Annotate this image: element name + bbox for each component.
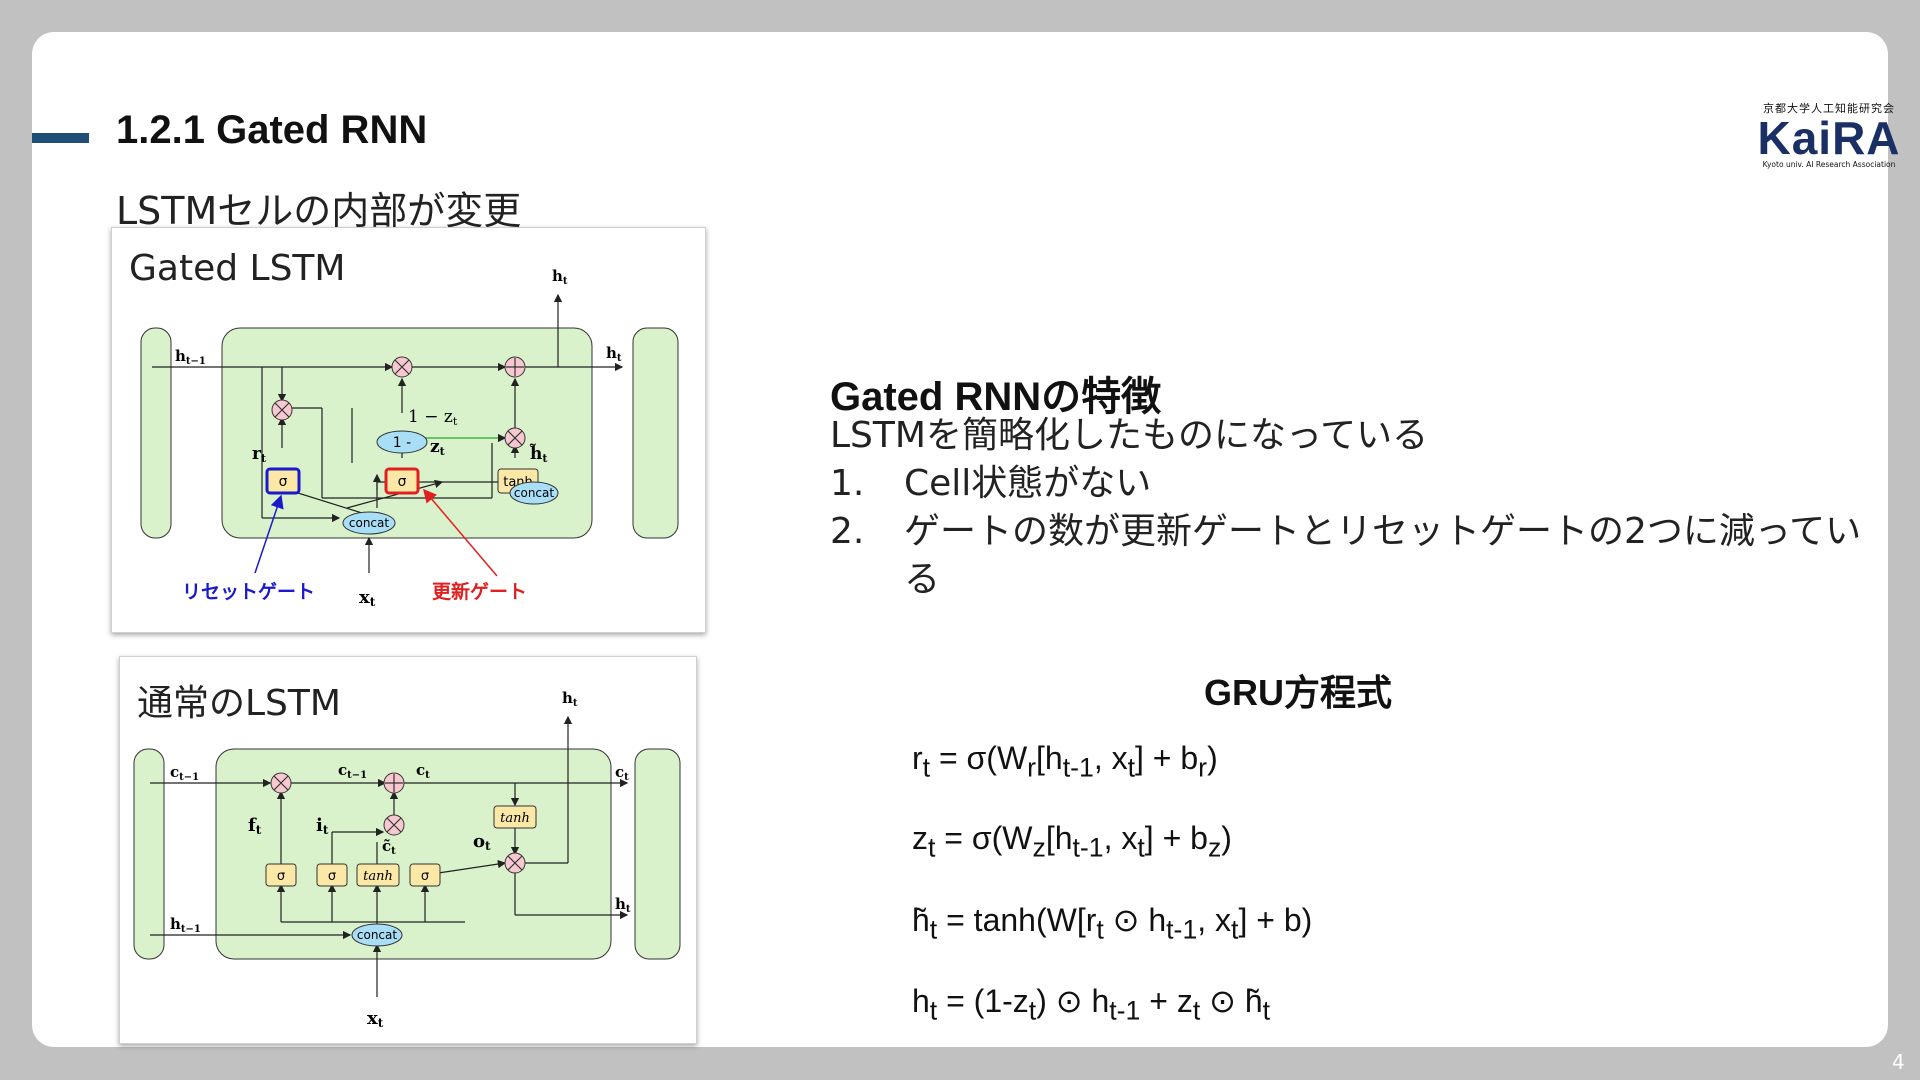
forget-multiply-node bbox=[270, 772, 292, 794]
list-item-number: 1. bbox=[830, 463, 865, 504]
gru-title: GRU方程式 bbox=[1204, 672, 1392, 713]
concat-node bbox=[351, 923, 403, 947]
gru-equation-hidden: ht = (1-zt) ⊙ ht-1 + zt ⊙ h̃t bbox=[912, 983, 1271, 1026]
svg-text:tanh: tanh bbox=[500, 811, 530, 826]
concat-node-2 bbox=[509, 481, 559, 505]
output-sigma-box bbox=[409, 863, 441, 887]
svg-text:ht: ht bbox=[552, 267, 568, 287]
standard-lstm-figure: 通常のLSTM bbox=[119, 656, 697, 1044]
logo-sub-text: Kyoto univ. AI Research Association bbox=[1762, 160, 1896, 169]
svg-text:ft: ft bbox=[248, 815, 262, 837]
input-multiply-node bbox=[383, 814, 405, 836]
next-cell bbox=[632, 327, 679, 539]
features-list: 1. Cell状態がない 2. ゲートの数が更新ゲートとリセットゲートの2つに減… bbox=[830, 460, 1890, 604]
svg-text:h̃t: h̃t bbox=[529, 444, 548, 465]
one-minus-node bbox=[376, 430, 428, 454]
slide-title: 1.2.1 Gated RNN bbox=[116, 108, 428, 152]
standard-lstm-label: 通常のLSTM bbox=[137, 683, 341, 724]
svg-text:c̃t: c̃t bbox=[382, 837, 396, 857]
svg-text:σ: σ bbox=[398, 474, 407, 490]
svg-text:ht: ht bbox=[562, 689, 578, 709]
page-number: 4 bbox=[1892, 1050, 1905, 1074]
svg-text:1 − zt: 1 − zt bbox=[408, 407, 458, 428]
svg-text:σ: σ bbox=[279, 474, 288, 490]
slide: 1.2.1 Gated RNN LSTMセルの内部が変更 京都大学人工知能研究会… bbox=[32, 32, 1900, 1047]
features-intro: LSTMを簡略化したものになっている bbox=[830, 415, 1429, 456]
svg-text:tanh: tanh bbox=[363, 869, 393, 884]
concat-node-1 bbox=[342, 511, 396, 535]
input-sigma-box bbox=[316, 863, 348, 887]
slide-subtitle: LSTMセルの内部が変更 bbox=[116, 189, 522, 233]
kaira-logo: 京都大学人工知能研究会 KaiRA Kyoto univ. AI Researc… bbox=[1754, 100, 1904, 169]
prev-cell bbox=[133, 748, 165, 960]
svg-text:ct−1: ct−1 bbox=[338, 761, 367, 781]
svg-text:ct: ct bbox=[615, 763, 629, 783]
candidate-tanh-box bbox=[356, 863, 400, 887]
reset-gate-sigma-box bbox=[265, 467, 301, 495]
logo-main-text: KaiRA bbox=[1757, 112, 1901, 164]
prev-cell bbox=[140, 327, 172, 539]
gated-lstm-label: Gated LSTM bbox=[129, 248, 346, 289]
update-multiply-node bbox=[504, 427, 526, 449]
svg-text:rt: rt bbox=[252, 444, 267, 465]
svg-text:σ: σ bbox=[277, 869, 285, 884]
reset-multiply-node bbox=[271, 399, 293, 421]
gru-equation-update: zt = σ(Wz[ht-1, xt] + bz) bbox=[912, 820, 1232, 863]
features-title: Gated RNNの特徴 bbox=[830, 375, 1162, 419]
logo-top-text: 京都大学人工知能研究会 bbox=[1763, 102, 1895, 115]
multiply-node-1 bbox=[391, 356, 413, 378]
svg-text:ht−1: ht−1 bbox=[170, 915, 201, 935]
cell-tanh-box bbox=[493, 805, 537, 829]
list-item-text: Cell状態がない bbox=[904, 463, 1152, 504]
list-item-number: 2. bbox=[830, 511, 865, 552]
svg-text:ct: ct bbox=[416, 761, 430, 781]
output-multiply-node bbox=[504, 852, 526, 874]
svg-text:concat: concat bbox=[349, 516, 389, 530]
title-accent-bar bbox=[32, 133, 89, 143]
next-cell bbox=[634, 748, 681, 960]
forget-sigma-box bbox=[265, 863, 297, 887]
list-item: 2. ゲートの数が更新ゲートとリセットゲートの2つに減っている bbox=[830, 508, 1890, 604]
gated-lstm-figure: Gated LSTM bbox=[111, 227, 706, 633]
update-gate-label: 更新ゲート bbox=[432, 580, 527, 603]
svg-text:ht: ht bbox=[606, 344, 622, 364]
list-item: 1. Cell状態がない bbox=[830, 460, 1890, 508]
list-item-text: ゲートの数が更新ゲートとリセットゲートの2つに減っている bbox=[904, 511, 1862, 600]
svg-text:σ: σ bbox=[421, 869, 429, 884]
svg-text:ht: ht bbox=[615, 895, 631, 915]
add-node bbox=[383, 772, 405, 794]
svg-text:zt: zt bbox=[430, 437, 446, 458]
gru-equation-reset: rt = σ(Wr[ht-1, xt] + br) bbox=[912, 740, 1218, 783]
svg-text:concat: concat bbox=[514, 486, 554, 500]
svg-text:it: it bbox=[316, 815, 329, 837]
add-node bbox=[504, 356, 526, 378]
svg-text:concat: concat bbox=[357, 928, 397, 942]
svg-text:xt: xt bbox=[367, 1008, 384, 1030]
update-gate-sigma-box bbox=[384, 467, 420, 495]
gru-equation-candidate: h̃t = tanh(W[rt ⊙ ht-1, xt] + b) bbox=[912, 902, 1313, 945]
svg-text:σ: σ bbox=[328, 869, 336, 884]
gated-lstm-diagram: 1 - σ σ tanh concat concat ht−1 ht ht 1 … bbox=[140, 267, 679, 609]
reset-gate-label: リセットゲート bbox=[182, 581, 315, 603]
svg-text:ht−1: ht−1 bbox=[175, 347, 206, 367]
svg-text:xt: xt bbox=[359, 587, 376, 609]
svg-text:ct−1: ct−1 bbox=[170, 763, 199, 783]
svg-text:ot: ot bbox=[473, 831, 491, 853]
one-minus-text: 1 - bbox=[393, 435, 411, 451]
standard-lstm-diagram: σ σ tanh σ tanh concat ct−1 ct−1 ct ct h… bbox=[133, 689, 681, 1030]
